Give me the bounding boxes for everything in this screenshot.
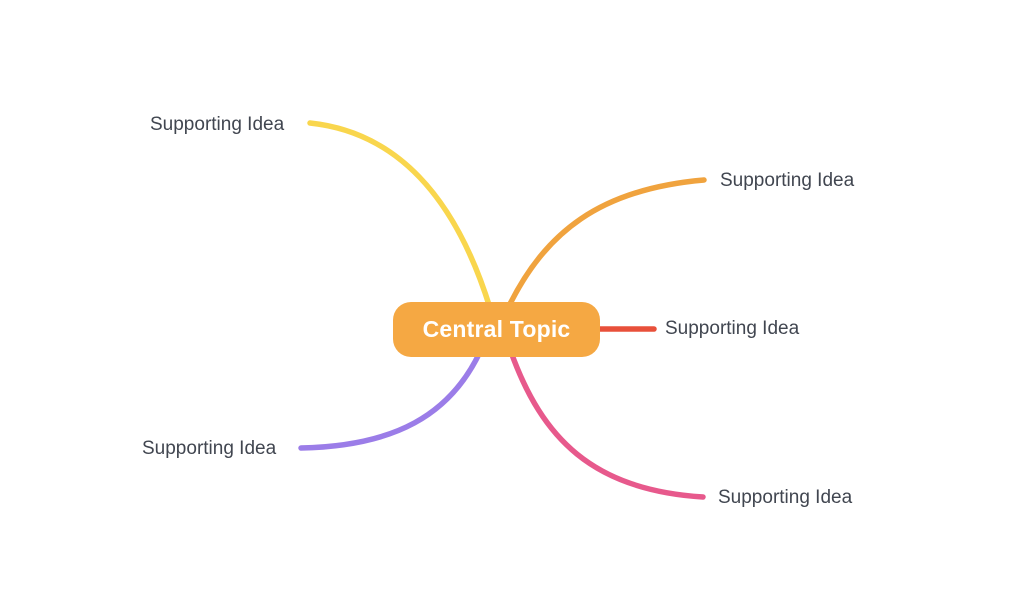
branch-label-top-left[interactable]: Supporting Idea <box>150 114 285 135</box>
branch-top-right-connector <box>505 177 707 311</box>
branch-bottom-right-connector <box>508 349 706 500</box>
branch-label-bottom-left[interactable]: Supporting Idea <box>142 438 277 459</box>
branch-bottom-left-connector <box>298 349 483 451</box>
branch-label-top-right[interactable]: Supporting Idea <box>720 170 855 191</box>
branch-top-left-connector <box>307 120 493 311</box>
central-topic-node[interactable]: Central Topic <box>393 302 600 357</box>
branch-label-right[interactable]: Supporting Idea <box>665 318 800 339</box>
branch-label-bottom-right[interactable]: Supporting Idea <box>718 487 853 508</box>
